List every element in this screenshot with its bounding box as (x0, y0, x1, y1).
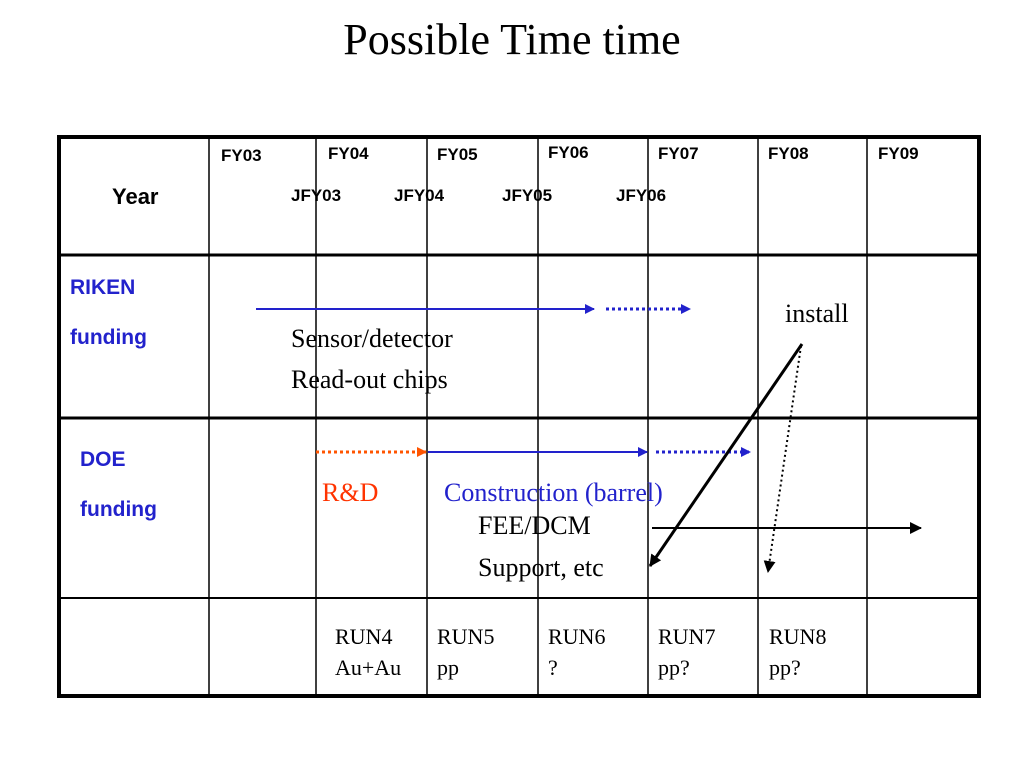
jfy-label: JFY05 (502, 186, 553, 205)
install-solid-arrow (648, 343, 804, 567)
riken-item: Read-out chips (291, 365, 448, 394)
run-name: RUN6 (548, 624, 606, 649)
riken-item: Sensor/detector (291, 324, 453, 353)
page-title: Possible Time time (343, 15, 681, 64)
riken-funding-label: funding (70, 326, 147, 349)
run-name: RUN8 (769, 624, 827, 649)
fy-label: FY06 (548, 143, 589, 162)
rnd-label: R&D (322, 478, 379, 507)
install-dotted-arrow (763, 345, 802, 573)
run-species: pp? (769, 655, 801, 680)
run-species: ? (548, 655, 558, 680)
doe-item: Support, etc (478, 553, 604, 582)
install-label: install (785, 299, 849, 328)
run-species: Au+Au (335, 655, 402, 680)
doe-item: FEE/DCM (478, 511, 591, 540)
jfy-label: JFY04 (394, 186, 445, 205)
jfy-label: JFY03 (291, 186, 342, 205)
riken-label: RIKEN (70, 276, 136, 299)
run-name: RUN7 (658, 624, 716, 649)
fy-label: FY09 (878, 144, 919, 163)
construction-label: Construction (barrel) (444, 478, 663, 507)
run-species: pp? (658, 655, 690, 680)
fy-label: FY03 (221, 146, 262, 165)
run-species: pp (437, 655, 459, 680)
jfy-label: JFY06 (616, 186, 667, 205)
fy-label: FY05 (437, 145, 478, 164)
fy-label: FY08 (768, 144, 809, 163)
fy-label: FY04 (328, 144, 369, 163)
doe-funding-label: funding (80, 498, 157, 521)
run-name: RUN4 (335, 624, 393, 649)
doe-label: DOE (80, 448, 126, 471)
year-label: Year (112, 184, 159, 209)
run-name: RUN5 (437, 624, 495, 649)
fy-label: FY07 (658, 144, 699, 163)
